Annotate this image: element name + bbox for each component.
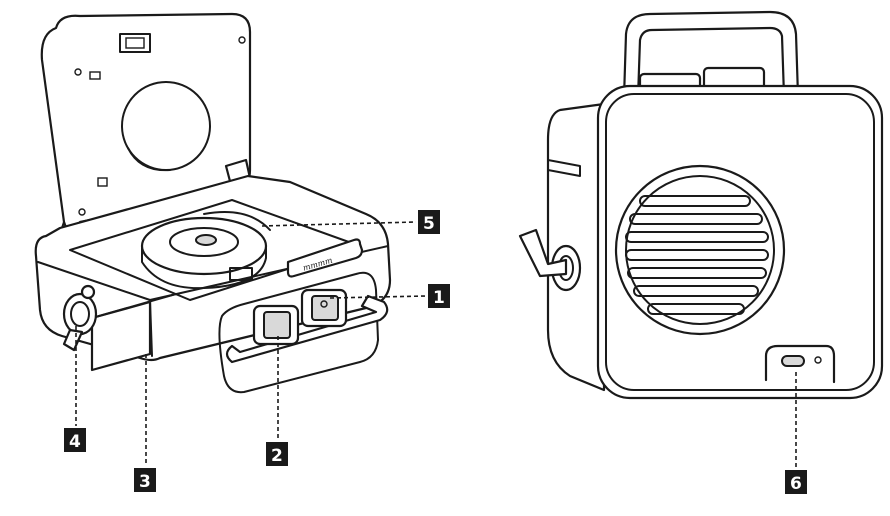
leader-1 (329, 295, 427, 299)
front-handle (225, 294, 389, 364)
speaker-grille (614, 164, 786, 336)
base-body: mmmm (34, 174, 392, 394)
callout-6: 6 (785, 470, 807, 494)
side-face (546, 102, 606, 392)
button-2[interactable] (263, 311, 291, 339)
usb-port (781, 355, 805, 367)
callout-2: 2 (266, 442, 288, 466)
callout-3: 3 (134, 468, 156, 492)
front-recess (218, 271, 379, 394)
brand-plate (286, 238, 364, 278)
closed-device (518, 10, 884, 400)
indicator-led (814, 356, 822, 364)
leader-5 (261, 221, 417, 227)
callout-5: 5 (418, 210, 440, 234)
callout-1-label: 1 (433, 288, 445, 308)
button-1[interactable] (311, 295, 339, 321)
callout-2-label: 2 (271, 446, 283, 466)
callout-3-label: 3 (139, 472, 151, 492)
open-device: mmmm (34, 12, 392, 394)
callout-1: 1 (428, 284, 450, 308)
callout-4: 4 (64, 428, 86, 452)
callout-6-label: 6 (790, 474, 802, 494)
spool-holder (140, 216, 268, 276)
cutter-slot (229, 267, 253, 281)
callout-4-label: 4 (69, 432, 81, 452)
lid-latch (119, 33, 151, 53)
leader-lines (75, 221, 797, 468)
callout-5-label: 5 (423, 214, 435, 234)
charging-port[interactable] (764, 344, 836, 384)
side-crank[interactable] (518, 228, 582, 292)
side-knob[interactable] (62, 284, 98, 352)
spool-hub (195, 234, 217, 246)
